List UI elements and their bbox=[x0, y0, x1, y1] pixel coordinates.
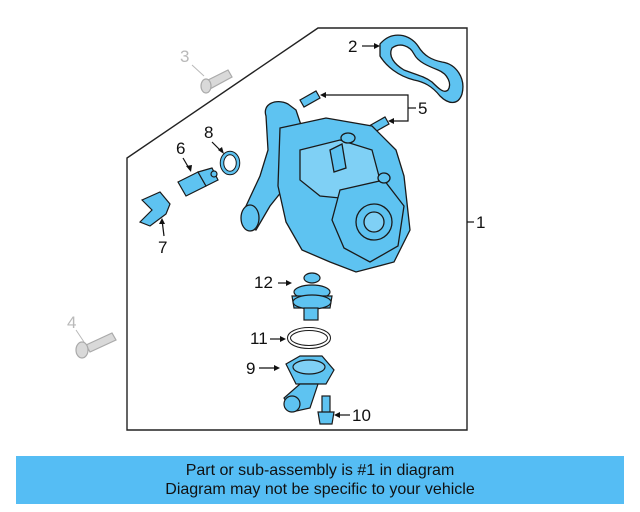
arrow-12 bbox=[286, 280, 292, 286]
gasket-part-2 bbox=[379, 34, 464, 104]
water-pump-housing bbox=[240, 101, 411, 273]
arrow-8 bbox=[218, 147, 224, 154]
info-banner: Part or sub-assembly is #1 in diagram Di… bbox=[16, 456, 624, 504]
callout-leader-5 bbox=[322, 94, 409, 122]
callout-12: 12 bbox=[254, 273, 273, 292]
arrow-5a bbox=[320, 92, 326, 98]
callout-4: 4 bbox=[67, 313, 76, 332]
bolt-part-3 bbox=[200, 69, 233, 94]
callout-11: 11 bbox=[250, 329, 268, 348]
callout-1: 1 bbox=[476, 213, 485, 232]
callout-leader-4 bbox=[75, 329, 85, 343]
arrow-7 bbox=[159, 218, 165, 224]
assembly-outline bbox=[126, 27, 468, 431]
arrow-10 bbox=[334, 412, 340, 418]
callout-leader-3 bbox=[191, 64, 205, 77]
housing-part-9 bbox=[283, 355, 335, 413]
banner-line-1: Part or sub-assembly is #1 in diagram bbox=[185, 462, 455, 479]
sensor-part-6 bbox=[177, 167, 219, 197]
arrow-11 bbox=[280, 336, 286, 342]
thermostat-part-12 bbox=[291, 272, 333, 321]
o-ring-part-8 bbox=[219, 150, 241, 176]
callout-6: 6 bbox=[176, 139, 185, 158]
callout-8: 8 bbox=[204, 123, 213, 142]
arrow-2 bbox=[374, 43, 380, 49]
arrow-5b bbox=[388, 118, 394, 124]
callout-10: 10 bbox=[352, 406, 371, 425]
parts-diagram: 3 4 2 5 1 bbox=[67, 27, 485, 431]
bolt-part-10 bbox=[317, 395, 335, 425]
callout-7: 7 bbox=[158, 238, 167, 257]
callout-3: 3 bbox=[180, 47, 189, 66]
callout-2: 2 bbox=[348, 37, 357, 56]
clip-part-7 bbox=[138, 191, 171, 227]
bolt-part-4 bbox=[75, 332, 117, 359]
callout-9: 9 bbox=[246, 359, 255, 378]
o-ring-part-11 bbox=[287, 327, 331, 349]
banner-line-2: Diagram may not be specific to your vehi… bbox=[165, 481, 475, 498]
arrow-9 bbox=[274, 365, 280, 371]
arrow-6 bbox=[186, 165, 192, 172]
callout-5: 5 bbox=[418, 99, 427, 118]
